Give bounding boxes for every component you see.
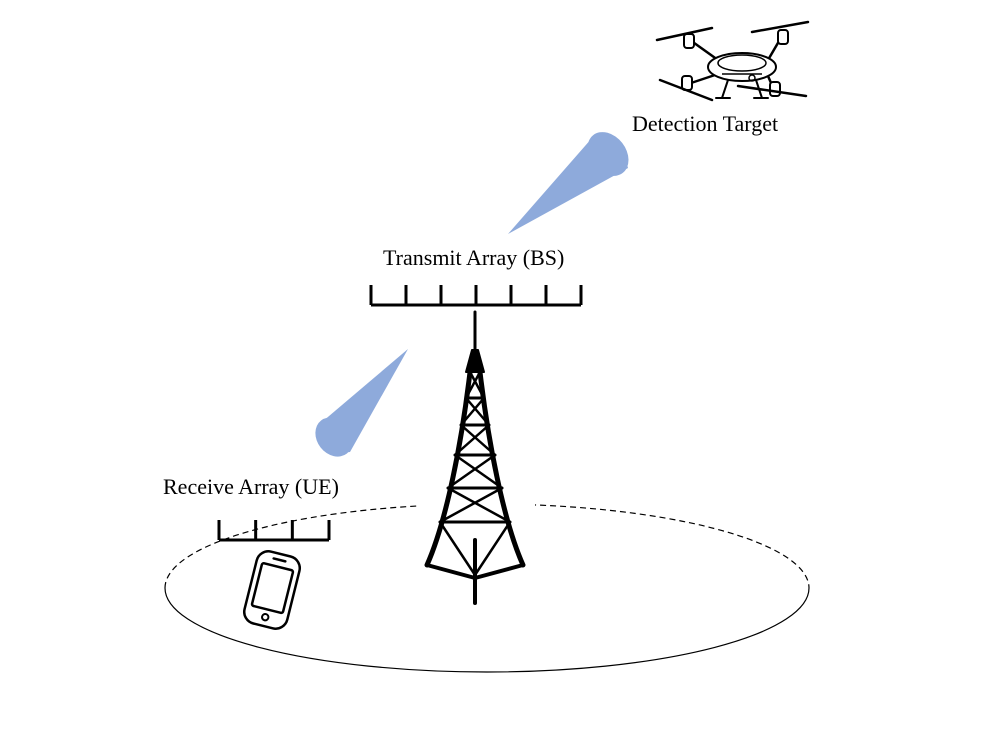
drone-icon <box>655 20 810 102</box>
cell-tower-icon <box>424 310 526 605</box>
beam-to-target <box>508 132 629 234</box>
transmit-array-label: Transmit Array (BS) <box>383 245 565 270</box>
detection-target-label: Detection Target <box>632 111 779 136</box>
coverage-area-lower <box>164 587 810 673</box>
receive-array-label: Receive Array (UE) <box>163 474 339 499</box>
coverage-area-upper <box>164 503 810 589</box>
receive-array <box>217 520 331 542</box>
beam-to-receiver <box>315 349 408 457</box>
smartphone-icon <box>242 550 302 630</box>
transmit-array <box>369 285 583 307</box>
